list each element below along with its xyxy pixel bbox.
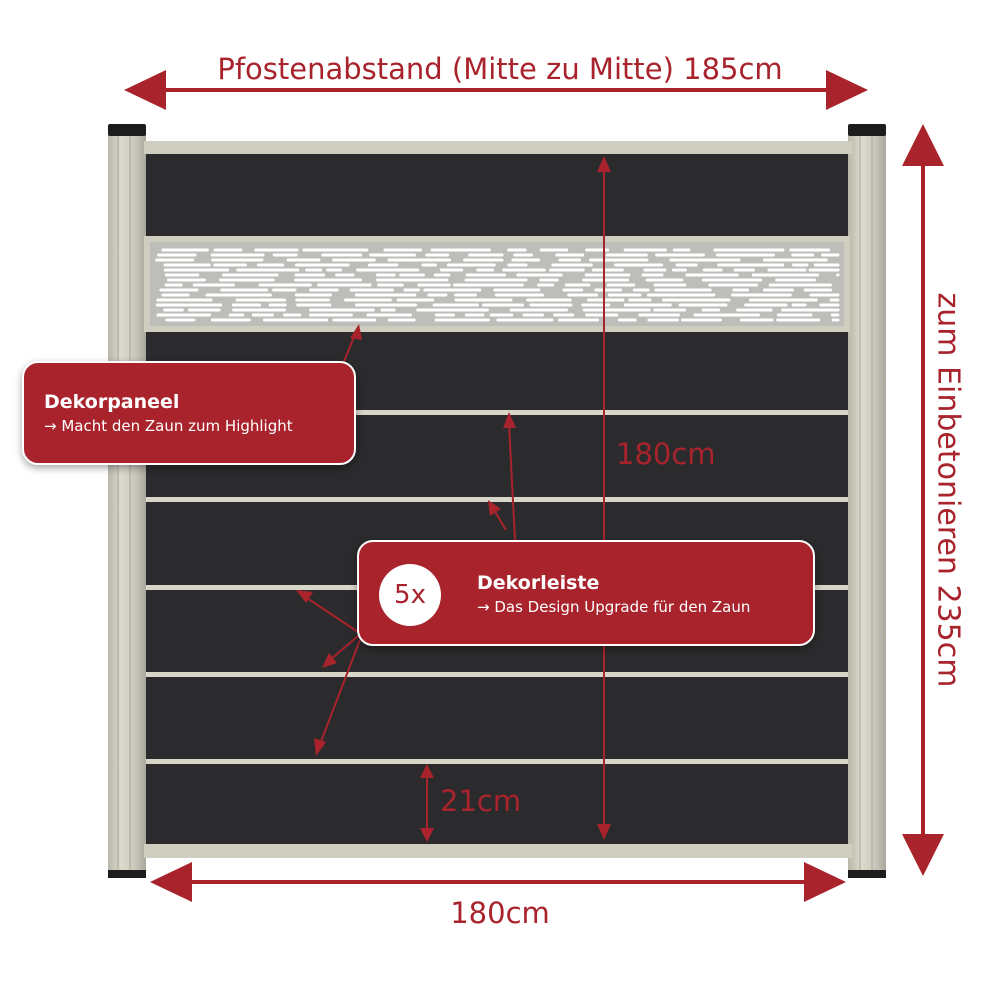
height-arrow bbox=[597, 156, 611, 840]
decor-strip-subtitle: → Das Design Upgrade für den Zaun bbox=[477, 598, 751, 616]
total-height-arrow bbox=[902, 124, 944, 876]
bottom-rail bbox=[144, 844, 852, 858]
width-arrow bbox=[150, 862, 846, 902]
board-height-label: 21cm bbox=[440, 784, 522, 818]
decor-panel bbox=[144, 236, 850, 332]
decor-strip bbox=[146, 410, 848, 415]
decor-strip-count-badge: 5x bbox=[379, 564, 441, 626]
decor-strip-callout: 5x Dekorleiste → Das Design Upgrade für … bbox=[357, 540, 815, 646]
decor-strip bbox=[146, 497, 848, 502]
decor-strip-pointers bbox=[296, 412, 516, 756]
decor-strip-title: Dekorleiste bbox=[477, 572, 600, 594]
decor-panel-pointer bbox=[342, 324, 362, 365]
post-spacing-label: Pfostenabstand (Mitte zu Mitte) 185cm bbox=[217, 52, 783, 86]
post-spacing-arrow bbox=[124, 70, 868, 110]
decor-panel-subtitle: → Macht den Zaun zum Highlight bbox=[44, 417, 293, 435]
width-label: 180cm bbox=[450, 896, 550, 930]
right-post bbox=[848, 124, 886, 878]
total-height-label: zum Einbetonieren 235cm bbox=[930, 292, 966, 688]
decor-strip-count: 5x bbox=[394, 580, 426, 610]
decor-panel-callout: Dekorpaneel → Macht den Zaun zum Highlig… bbox=[22, 361, 356, 465]
fence-board bbox=[146, 677, 848, 759]
decor-strip bbox=[146, 672, 848, 677]
board-height-arrow bbox=[420, 764, 434, 842]
height-label: 180cm bbox=[616, 437, 716, 471]
left-post bbox=[108, 124, 146, 878]
fence-board bbox=[146, 764, 848, 844]
decor-strip bbox=[146, 759, 848, 764]
decor-panel-title: Dekorpaneel bbox=[44, 391, 180, 413]
top-rail bbox=[144, 141, 852, 154]
fence-board bbox=[146, 154, 848, 236]
